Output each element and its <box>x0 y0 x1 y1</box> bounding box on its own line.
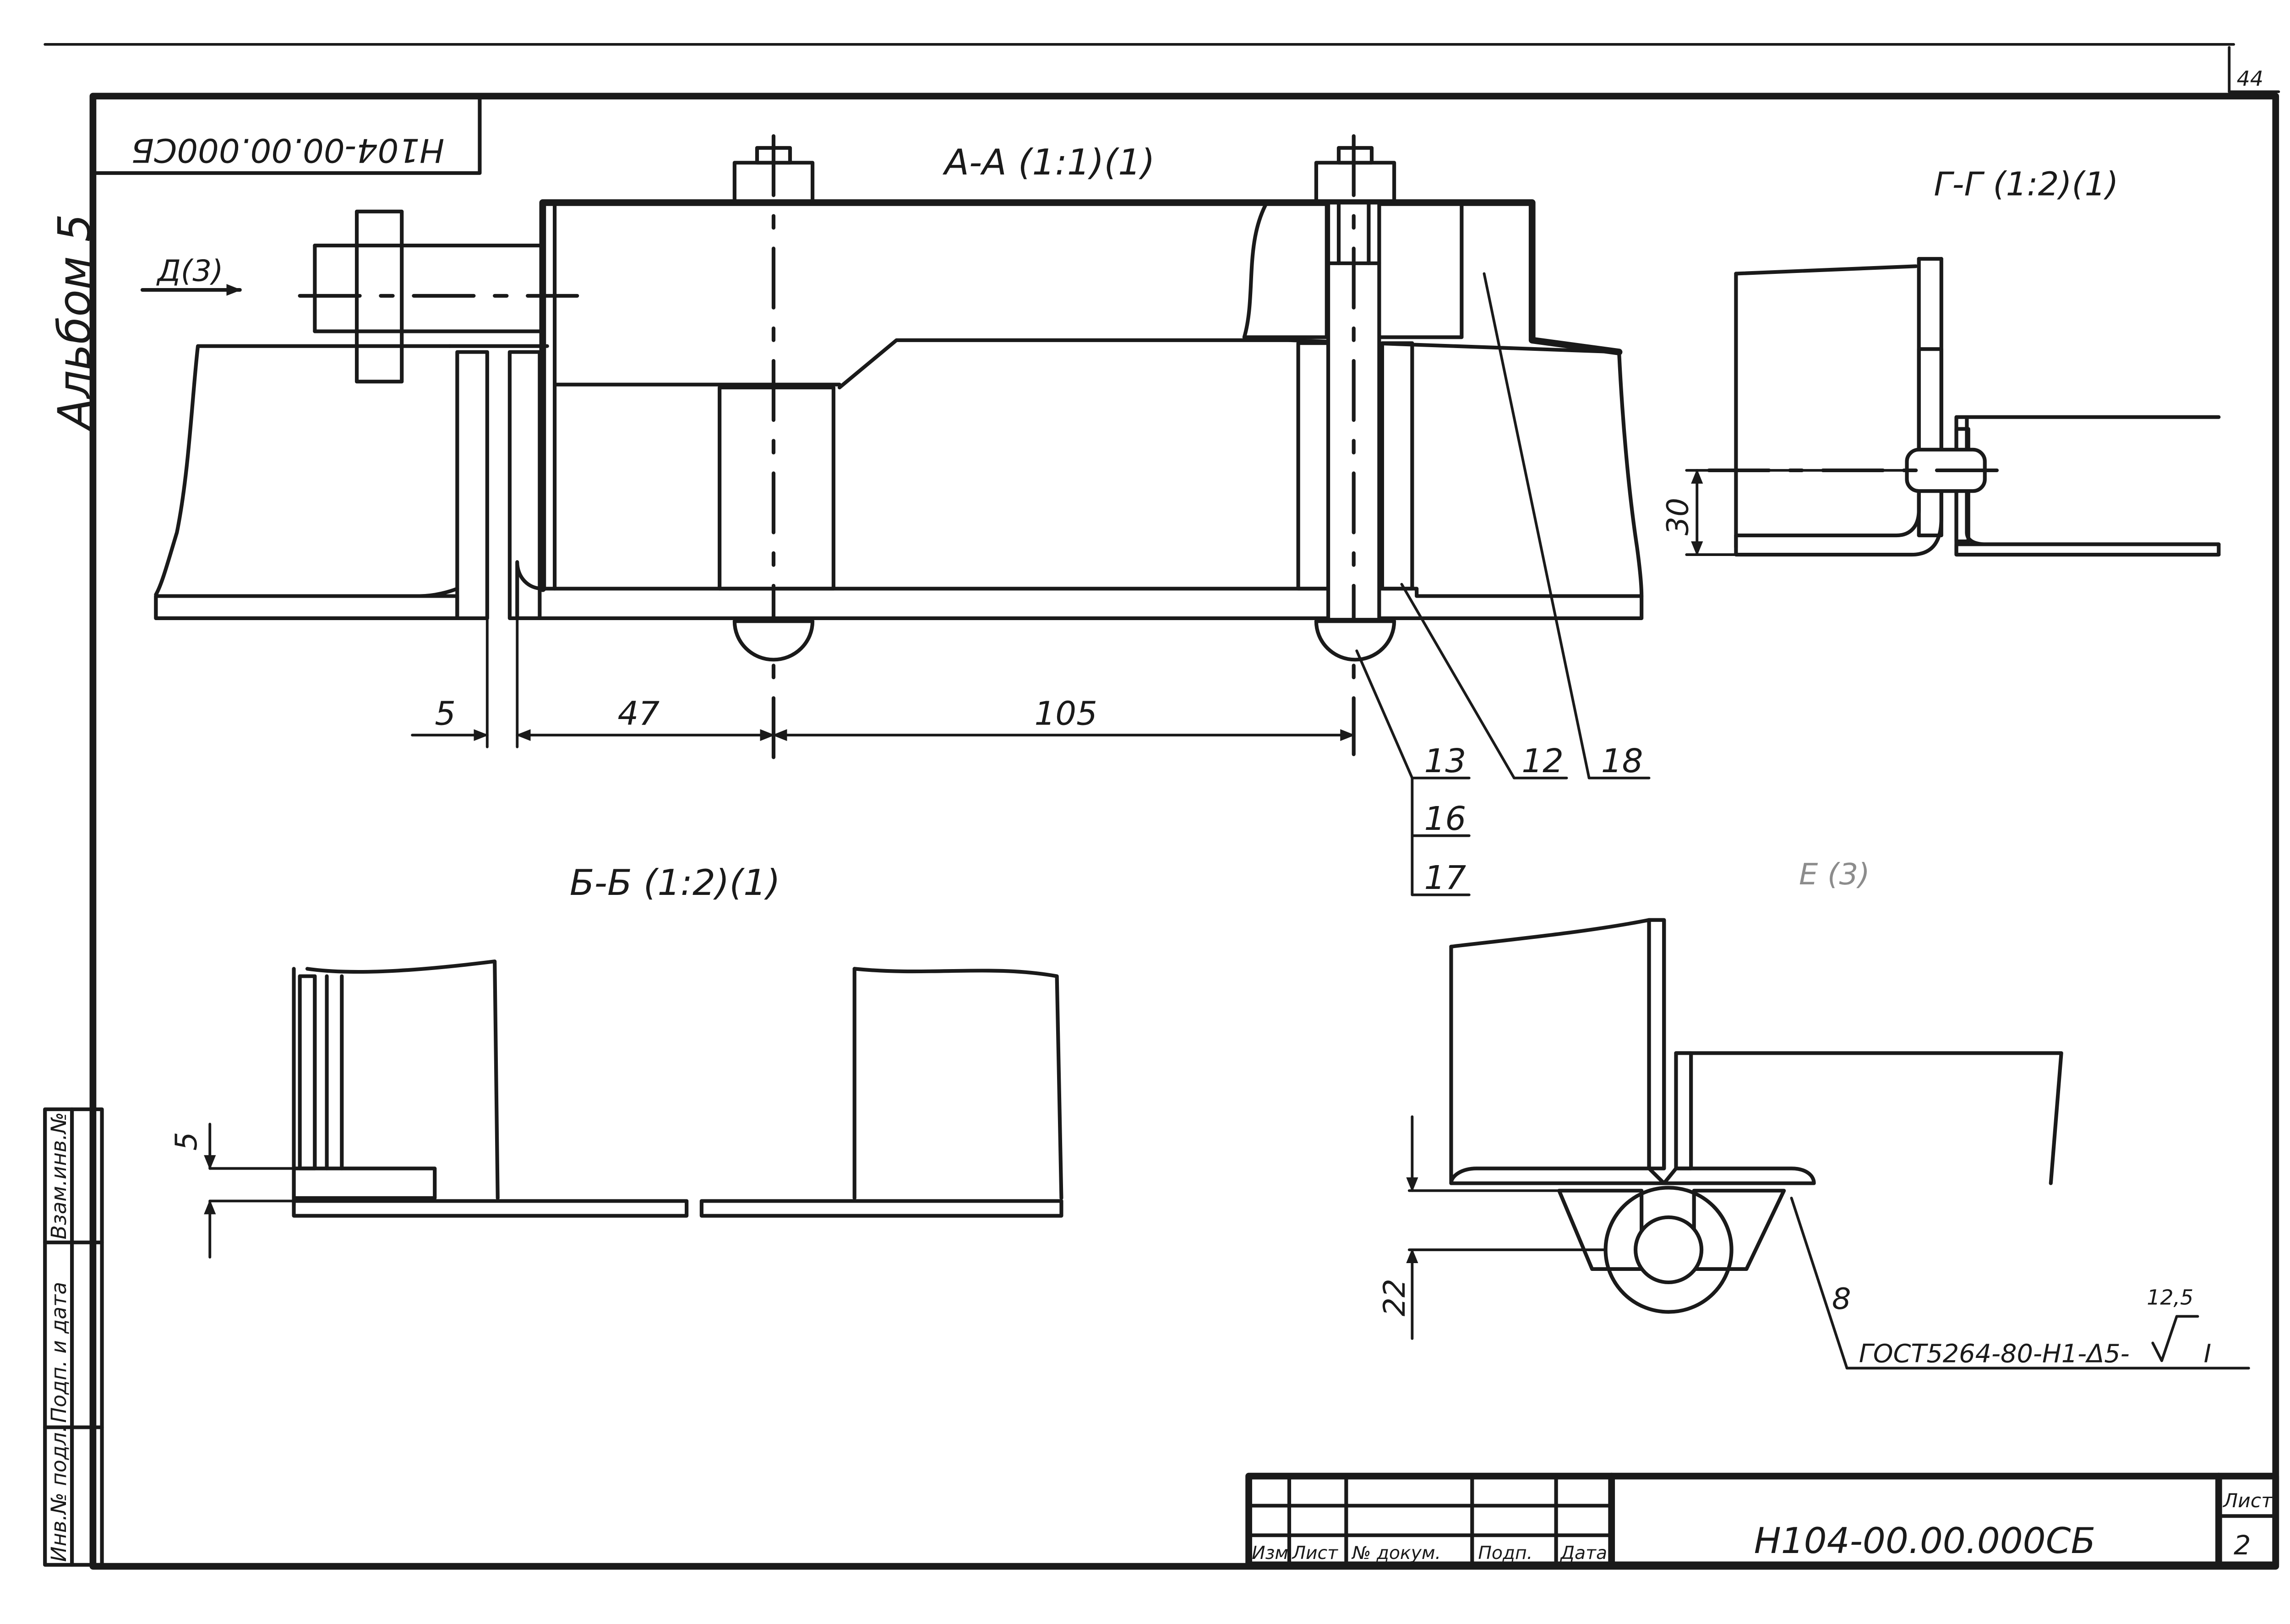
callouts-aa: 13 12 18 16 17 <box>1355 272 1651 897</box>
header-list: Лист <box>1291 1543 1338 1564</box>
view-title-bb: Б-Б (1:2)(1) <box>570 862 780 903</box>
header-data: Дата <box>1559 1543 1607 1564</box>
callout-13: 13 <box>1424 742 1467 779</box>
bolt-2 <box>1314 134 1396 757</box>
callout-18: 18 <box>1601 742 1643 779</box>
weld-roughness: 12,5 <box>2147 1286 2193 1310</box>
sheet-number: 2 <box>2234 1530 2251 1561</box>
left-strip: Инв.№ подл. Подп. и дата Взам.инв.№ <box>43 1107 104 1567</box>
inv-podl-label: Инв.№ подл. <box>47 1426 71 1562</box>
podp-data-label: Подп. и дата <box>47 1282 71 1423</box>
page-number-box: 44 <box>2228 46 2280 93</box>
header-izm: Изм <box>1252 1543 1288 1564</box>
rotated-stamp: Н104-00.00.000СБ <box>91 94 482 175</box>
drawing-frame <box>89 93 2279 1570</box>
weld-spec: ГОСТ5264-80-Н1-Δ5- <box>1859 1340 2130 1369</box>
sheet-label: Лист <box>2222 1489 2273 1512</box>
weld-mark: Ⅰ <box>2204 1340 2211 1369</box>
album-label: Альбом 5 <box>49 214 101 432</box>
dimension-47: 47 <box>618 695 660 732</box>
vzam-inv-label: Взам.инв.№ <box>47 1112 71 1239</box>
view-e: Е (3) 22 8 ГОСТ5264-80-Н1-Δ5- 12,5 Ⅰ <box>1378 858 2250 1370</box>
page-number: 44 <box>2237 67 2263 91</box>
section-gg: Г-Г (1:2)(1) 30 <box>1661 165 2221 557</box>
view-arrow-d-label: Д(3) <box>156 254 224 288</box>
view-title-e: Е (3) <box>1799 858 1870 892</box>
callout-12: 12 <box>1521 742 1564 779</box>
designation: Н104-00.00.000СБ <box>1754 1520 2096 1561</box>
view-title-gg: Г-Г (1:2)(1) <box>1934 165 2118 203</box>
rotated-stamp-text: Н104-00.00.000СБ <box>131 131 445 169</box>
dimension-22: 22 <box>1378 1279 1412 1316</box>
header-dokum: № докум. <box>1351 1543 1441 1564</box>
dimension-105: 105 <box>1035 695 1097 732</box>
section-aa: А-А (1:1)(1) Д(3) <box>140 134 1651 897</box>
title-block: Изм Лист № докум. Подп. Дата Н104-00.00.… <box>1245 1472 2279 1569</box>
dimensions-aa: 5 47 105 <box>411 617 1355 748</box>
sheet-edges <box>44 43 2235 46</box>
weld-leg: 8 <box>1832 1282 1851 1316</box>
dimension-30: 30 <box>1661 498 1696 535</box>
callout-17: 17 <box>1424 859 1467 896</box>
header-podp: Подп. <box>1478 1543 1532 1564</box>
dimension-bb-5: 5 <box>169 1132 204 1150</box>
callout-16: 16 <box>1424 800 1467 837</box>
bolt-1 <box>732 134 815 771</box>
dimension-5: 5 <box>435 695 456 732</box>
view-title-aa: А-А (1:1)(1) <box>942 142 1155 183</box>
section-bb: Б-Б (1:2)(1) 5 <box>169 862 1063 1259</box>
